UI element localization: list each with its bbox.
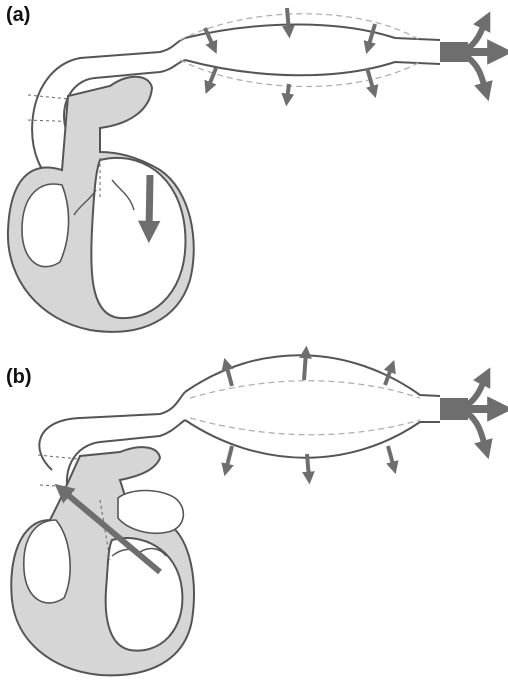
artery-expansion-arrows	[226, 352, 394, 478]
outflow-arrow-b	[440, 376, 500, 450]
artery-dashed-lower-b	[190, 418, 420, 435]
outflow-arrow-a	[440, 20, 500, 92]
ventricle-fill-arrow	[149, 175, 150, 232]
artery-upper-wall	[185, 25, 440, 41]
panel-a-diagram	[8, 8, 500, 332]
panel-b-diagram	[11, 352, 500, 675]
artery-dashed-upper	[180, 14, 420, 40]
left-atrium-b	[118, 491, 183, 534]
artery-lower-wall	[185, 60, 440, 75]
